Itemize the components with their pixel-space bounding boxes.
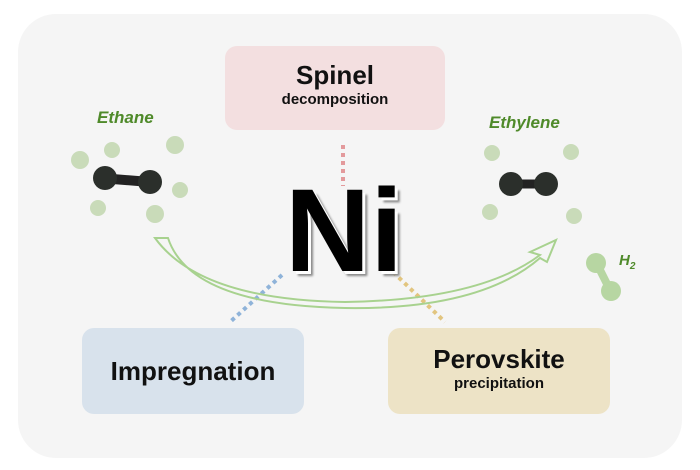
ethane-label: Ethane	[97, 108, 154, 127]
h2-subscript: 2	[629, 261, 636, 272]
nickel-symbol: Ni	[285, 165, 403, 297]
spinel-decomposition-box: Spinel decomposition	[225, 46, 445, 130]
impregnation-box: Impregnation	[82, 328, 304, 414]
impregnation-title: Impregnation	[110, 356, 276, 386]
ethane-molecule	[71, 136, 188, 223]
ethylene-molecule	[482, 144, 582, 224]
h2-molecule	[586, 253, 621, 301]
ethylene-label: Ethylene	[489, 113, 560, 132]
h2-symbol: H	[619, 252, 630, 269]
reaction-arrow	[153, 237, 558, 310]
spinel-title: Spinel	[295, 60, 374, 90]
spinel-subtitle: decomposition	[281, 91, 389, 108]
perovskite-precipitation-box: Perovskite precipitation	[388, 328, 610, 414]
perovskite-subtitle: precipitation	[453, 375, 544, 392]
perovskite-title: Perovskite	[433, 344, 565, 374]
h2-label: H2	[619, 252, 635, 272]
